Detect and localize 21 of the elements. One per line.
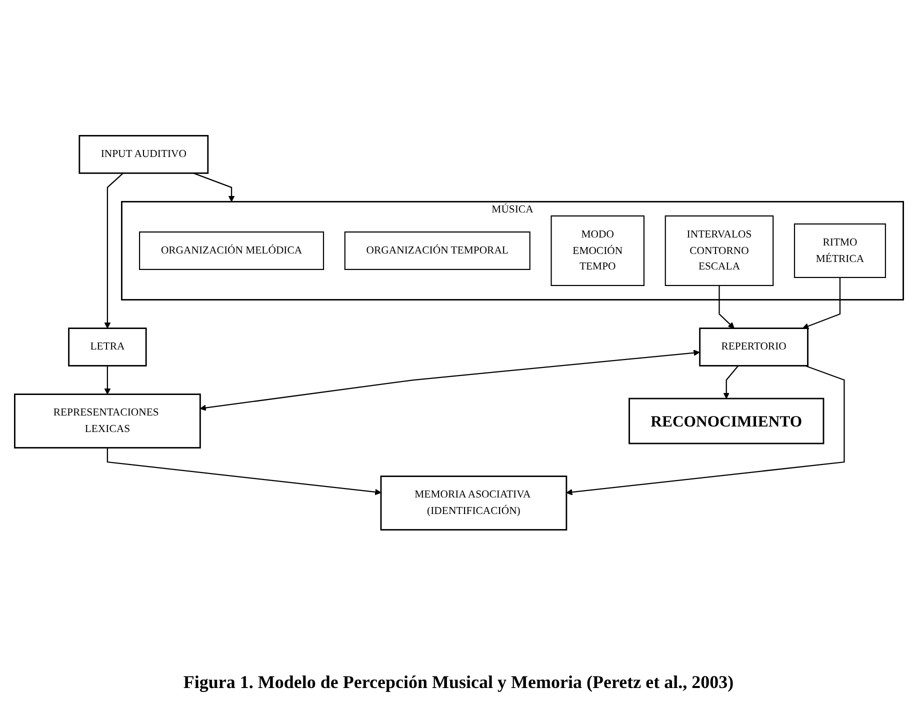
arrow	[566, 365, 844, 496]
arrow	[106, 448, 381, 496]
node-box: RITMO MÉTRICA	[793, 224, 886, 278]
arrow	[104, 172, 123, 329]
node-box: REPRESENTACIONES LEXICAS	[14, 394, 200, 449]
node-box: ORGANIZACIÓN MELÓDICA	[138, 232, 324, 270]
node-box: MEMORIA ASOCIATIVA (IDENTIFICACIÓN)	[380, 476, 567, 531]
node-box: INTERVALOS CONTORNO ESCALA	[664, 216, 774, 286]
figure-caption: Figura 1. Modelo de Percepción Musical y Memoria (Peretz et al., 2003)	[183, 672, 734, 693]
node-box: ORGANIZACIÓN TEMPORAL	[344, 232, 530, 270]
node-box: MODO EMOCIÓN TEMPO	[550, 216, 644, 286]
node-box: INPUT AUDITIVO	[78, 135, 208, 174]
node-box: REPERTORIO	[698, 328, 808, 367]
arrow	[199, 350, 700, 412]
node-box: LETRA	[68, 328, 146, 367]
arrow	[104, 366, 110, 395]
arrow	[802, 278, 840, 330]
arrow	[192, 172, 234, 202]
node-box: RECONOCIMIENTO	[628, 398, 824, 444]
arrow	[722, 366, 738, 400]
arrow	[718, 286, 734, 329]
